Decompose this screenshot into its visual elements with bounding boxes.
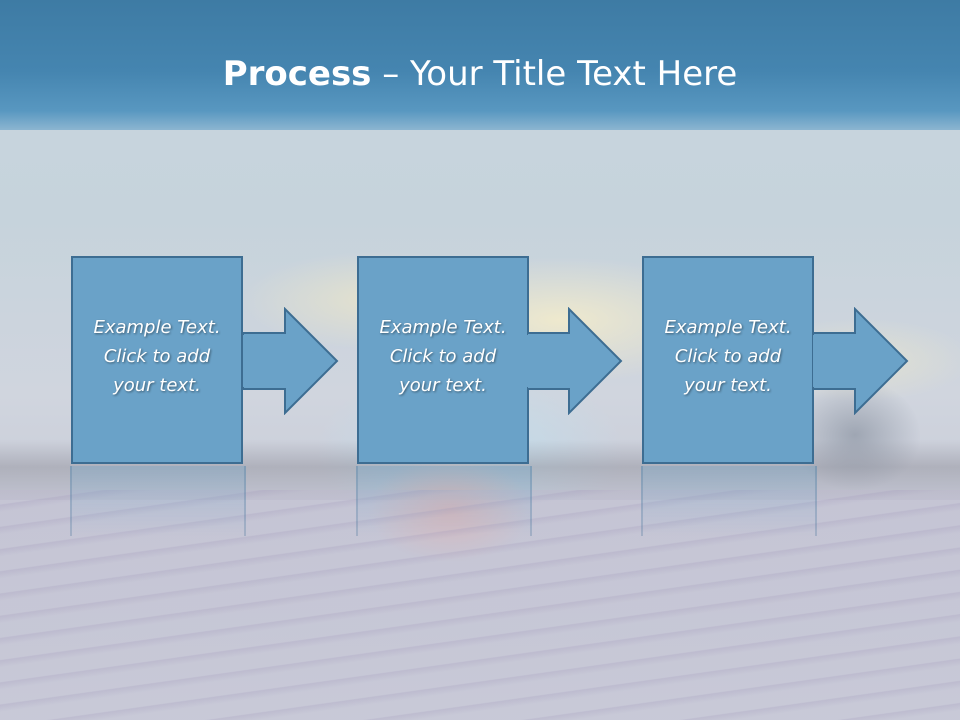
step-3-text[interactable]: Example Text. Click to add your text. (644, 313, 812, 400)
step-3-line-3: your text. (684, 375, 772, 396)
title-rest: – Your Title Text Here (371, 54, 738, 94)
title-bold: Process (222, 54, 372, 94)
title-bar (0, 0, 960, 130)
step-3-line-2: Click to add (674, 346, 782, 367)
step-2-text[interactable]: Example Text. Click to add your text. (359, 313, 527, 400)
right-arrow-icon (813, 307, 909, 415)
step-2-line-3: your text. (399, 375, 487, 396)
lavender-field (0, 490, 960, 720)
step-2-line-2: Click to add (389, 346, 497, 367)
step-2-line-1: Example Text. (379, 317, 507, 338)
step-1-line-1: Example Text. (93, 317, 221, 338)
process-step-3[interactable]: Example Text. Click to add your text. (642, 256, 814, 464)
right-arrow-icon (243, 307, 339, 415)
process-step-2[interactable]: Example Text. Click to add your text. (357, 256, 529, 464)
step-1-line-3: your text. (113, 375, 201, 396)
step-3-line-1: Example Text. (664, 317, 792, 338)
slide-title[interactable]: Process – Your Title Text Here (0, 52, 960, 96)
process-step-1[interactable]: Example Text. Click to add your text. (71, 256, 243, 464)
step-1-line-2: Click to add (103, 346, 211, 367)
step-1-reflection (70, 466, 246, 536)
step-3-reflection (641, 466, 817, 536)
step-1-text[interactable]: Example Text. Click to add your text. (73, 313, 241, 400)
right-arrow-icon (527, 307, 623, 415)
step-2-reflection (356, 466, 532, 536)
